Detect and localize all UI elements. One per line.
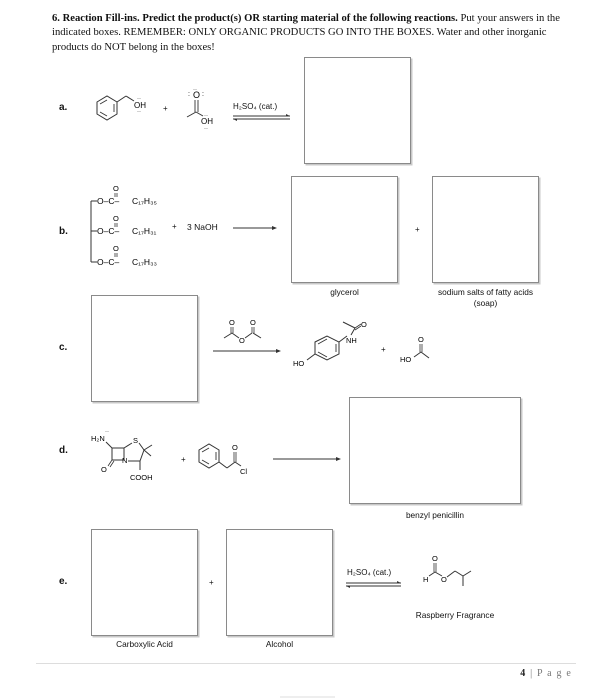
svg-text:O–C–: O–C– bbox=[97, 257, 119, 267]
forward-arrow-c bbox=[213, 349, 281, 353]
footer-divider bbox=[36, 663, 576, 664]
svg-text:OH: OH bbox=[201, 117, 213, 126]
forward-arrow-b bbox=[233, 226, 277, 230]
question-instruction-text: Put your answers in the indicated boxes.… bbox=[52, 13, 560, 53]
svg-text:S: S bbox=[133, 436, 138, 445]
svg-text:O: O bbox=[418, 335, 424, 344]
benzyl-alcohol-oh: OH bbox=[134, 101, 146, 110]
question-number: 6. bbox=[52, 13, 60, 24]
svg-text:O: O bbox=[229, 318, 235, 327]
svg-text:H₂N: H₂N bbox=[91, 434, 105, 443]
forward-arrow-d bbox=[273, 457, 341, 461]
answer-box-b-glycerol[interactable] bbox=[291, 176, 398, 283]
svg-text:HO: HO bbox=[293, 359, 304, 368]
caption-benzyl-penicillin: benzyl penicillin bbox=[405, 510, 465, 520]
aminopenicillanic-acid-structure: H₂N ·· O N S COOH bbox=[91, 429, 153, 482]
page-number: 4 | P a g e bbox=[520, 668, 572, 679]
svg-text:Cl: Cl bbox=[240, 467, 247, 476]
acetic-anhydride-structure: O O O bbox=[223, 318, 262, 345]
svg-text::: : bbox=[188, 91, 190, 98]
plus-c: + bbox=[381, 345, 386, 354]
question-instruction-bold: Predict the product(s) OR starting mater… bbox=[142, 13, 458, 24]
reaction-d-label: d. bbox=[59, 445, 68, 456]
svg-text:N: N bbox=[122, 456, 127, 465]
svg-text:O: O bbox=[113, 184, 119, 193]
caption-carboxylic-acid: Carboxylic Acid bbox=[116, 639, 173, 649]
svg-text:HO: HO bbox=[400, 355, 411, 364]
answer-box-b-soap[interactable] bbox=[432, 176, 539, 283]
svg-text:C₁₇H₃₃: C₁₇H₃₃ bbox=[132, 257, 157, 267]
reaction-e-label: e. bbox=[59, 576, 68, 587]
answer-box-e-carboxylic-acid[interactable] bbox=[91, 529, 198, 636]
svg-text:O: O bbox=[113, 244, 119, 253]
caption-raspberry-fragrance: Raspberry Fragrance bbox=[415, 610, 495, 620]
svg-text:NH: NH bbox=[346, 336, 357, 345]
svg-text:O: O bbox=[361, 320, 367, 329]
reaction-a-label: a. bbox=[59, 102, 68, 113]
plus-a: + bbox=[163, 104, 168, 113]
answer-box-c[interactable] bbox=[91, 295, 198, 402]
svg-text:H: H bbox=[423, 575, 428, 584]
acetic-acid-product-structure: O HO bbox=[400, 335, 430, 364]
svg-text::: : bbox=[202, 91, 204, 98]
svg-text:O: O bbox=[232, 443, 238, 452]
question-title: Reaction Fill-ins. bbox=[62, 13, 140, 24]
svg-text:O: O bbox=[432, 554, 438, 563]
scrollbar[interactable] bbox=[280, 696, 335, 698]
svg-text:O–C–: O–C– bbox=[97, 196, 119, 206]
svg-text:··: ·· bbox=[137, 96, 141, 102]
plus-b: + bbox=[172, 222, 177, 231]
svg-text:O: O bbox=[239, 336, 245, 345]
svg-text:··: ·· bbox=[105, 429, 109, 435]
svg-text:COOH: COOH bbox=[130, 473, 153, 482]
benzyl-alcohol-structure: OH ·· ·· bbox=[96, 95, 146, 121]
triglyceride-structure: O O–C– C₁₇H₃₅ O O–C– C₁₇H₃₁ O O–C– C₁₇H₃… bbox=[90, 184, 157, 267]
svg-text:C₁₇H₃₁: C₁₇H₃₁ bbox=[132, 226, 157, 236]
reaction-c-label: c. bbox=[59, 342, 68, 353]
svg-text:O–C–: O–C– bbox=[97, 226, 119, 236]
caption-soap: sodium salts of fatty acids (soap) bbox=[438, 287, 533, 308]
svg-text:O: O bbox=[101, 465, 107, 474]
caption-alcohol: Alcohol bbox=[265, 639, 294, 649]
phenylacetyl-chloride-structure: O Cl bbox=[198, 443, 247, 476]
svg-text:O: O bbox=[441, 575, 447, 584]
answer-box-d[interactable] bbox=[349, 397, 521, 504]
caption-glycerol: glycerol bbox=[330, 287, 359, 297]
isobutyl-formate-structure: O H O bbox=[423, 554, 472, 586]
equilibrium-arrow-a bbox=[233, 114, 290, 121]
svg-text:O: O bbox=[113, 214, 119, 223]
reagent-b: 3 NaOH bbox=[187, 222, 218, 232]
svg-text:··: ·· bbox=[204, 126, 208, 132]
acetic-acid-structure: O : : ·· OH ·· ·· bbox=[186, 87, 213, 132]
equilibrium-arrow-e bbox=[346, 581, 401, 588]
svg-text:··: ·· bbox=[137, 109, 141, 115]
answer-box-e-alcohol[interactable] bbox=[226, 529, 333, 636]
reaction-b-label: b. bbox=[59, 226, 68, 237]
answer-box-a[interactable] bbox=[304, 57, 411, 164]
reagent-e: H₂SO₄ (cat.) bbox=[347, 568, 392, 577]
question-instructions: 6. Reaction Fill-ins. Predict the produc… bbox=[52, 12, 572, 55]
svg-text:··: ·· bbox=[204, 113, 208, 119]
reagent-a: H₂SO₄ (cat.) bbox=[233, 102, 278, 111]
plus-e: + bbox=[209, 578, 214, 587]
plus-d: + bbox=[181, 455, 186, 464]
svg-text:O: O bbox=[250, 318, 256, 327]
svg-text:O: O bbox=[193, 90, 200, 100]
svg-text:C₁₇H₃₅: C₁₇H₃₅ bbox=[132, 196, 157, 206]
acetaminophen-structure: NH O HO bbox=[293, 320, 367, 368]
svg-text:··: ·· bbox=[193, 87, 197, 93]
plus-b-boxes: + bbox=[415, 225, 420, 234]
